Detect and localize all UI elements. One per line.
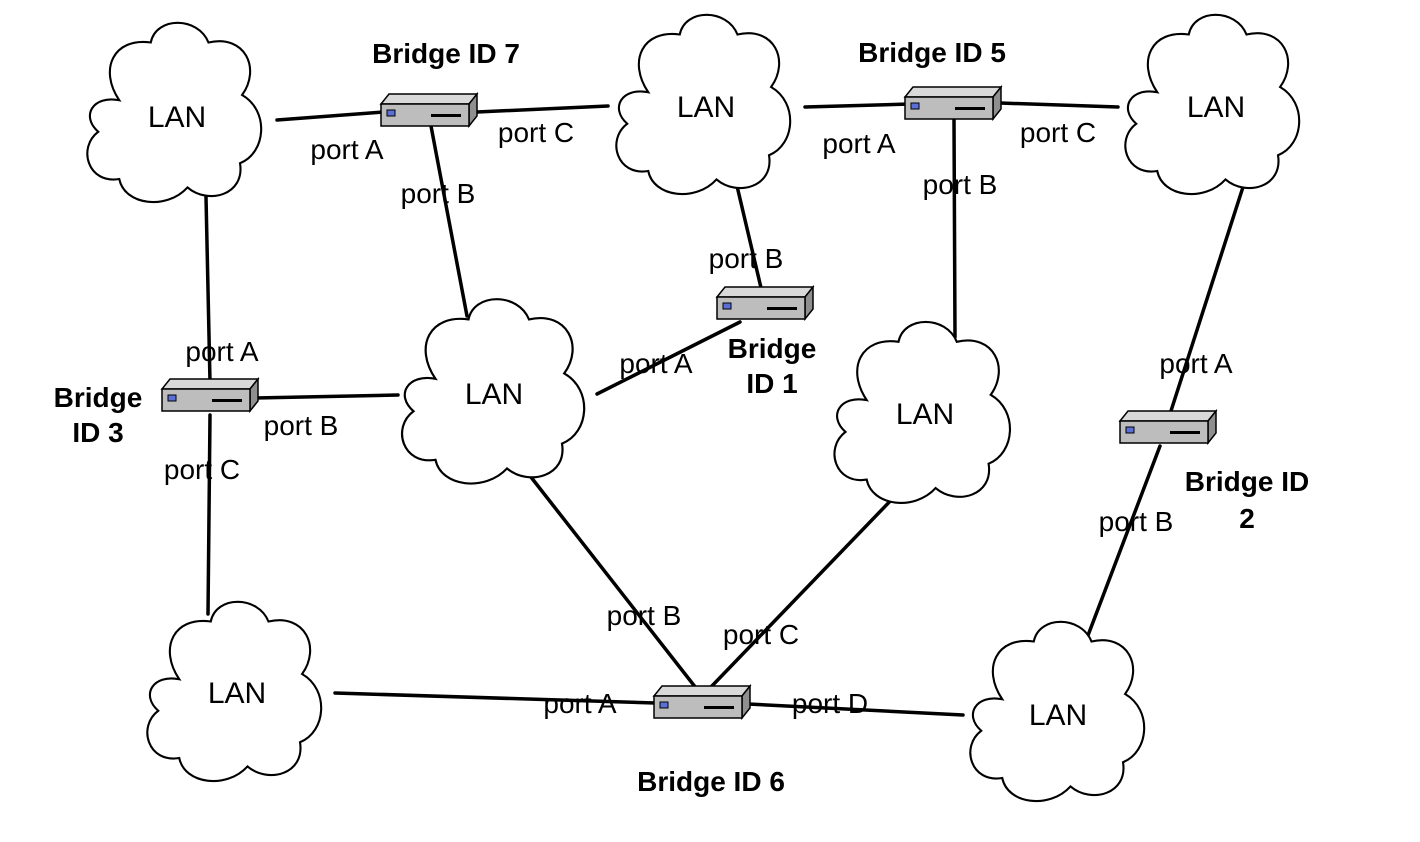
link-bridge7-lan2	[475, 104, 610, 114]
bridge-device-6	[653, 685, 751, 719]
port-label: port C	[1020, 117, 1096, 148]
bridge-label: ID 1	[746, 368, 797, 399]
lan-labels: LAN LAN LAN LAN LAN LAN LAN	[148, 91, 1245, 732]
link-bridge1-lan3	[595, 320, 742, 396]
port-label: port C	[723, 619, 799, 650]
port-label: port B	[709, 243, 784, 274]
bridge-device-2	[1119, 410, 1217, 444]
link-lan6-bridge6	[333, 691, 657, 705]
port-label: port B	[264, 410, 339, 441]
link-bridge6-lan7	[746, 702, 965, 717]
lan-label: LAN	[1029, 699, 1087, 732]
bridge-label: Bridge ID 5	[858, 37, 1006, 68]
links	[204, 101, 1245, 717]
bridge-label: Bridge ID 7	[372, 38, 520, 69]
link-lan5-bridge6	[708, 492, 899, 690]
bridge-label: ID 3	[72, 417, 123, 448]
lan-label: LAN	[1187, 91, 1245, 124]
port-label: port B	[1099, 506, 1174, 537]
port-labels: port A port C port B port A port C port …	[164, 117, 1233, 719]
bridge-label: Bridge	[728, 333, 817, 364]
link-lan1-bridge3	[204, 195, 212, 384]
link-lan2-bridge1	[735, 184, 764, 294]
port-label: port B	[923, 169, 998, 200]
link-bridge5-lan4	[998, 101, 1120, 109]
port-label: port A	[543, 688, 616, 719]
link-bridge5-lan5	[952, 118, 957, 339]
port-label: port C	[498, 117, 574, 148]
port-label: port B	[401, 178, 476, 209]
port-label: port A	[822, 128, 895, 159]
link-lan2-bridge5	[803, 102, 912, 109]
port-label: port A	[619, 348, 692, 379]
link-bridge7-lan3	[429, 124, 469, 318]
link-lan4-bridge2	[1168, 185, 1245, 416]
lan-label: LAN	[465, 378, 523, 411]
bridge-device-1	[716, 286, 814, 320]
port-label: port A	[185, 336, 258, 367]
port-label: port A	[1159, 348, 1232, 379]
bridge-label: 2	[1239, 503, 1255, 534]
lan-label: LAN	[208, 677, 266, 710]
link-lan3-bridge6	[525, 470, 698, 690]
bridge-label: Bridge ID 6	[637, 766, 785, 797]
lan-label: LAN	[677, 91, 735, 124]
lan-label: LAN	[148, 101, 206, 134]
bridge-label: Bridge ID	[1185, 466, 1309, 497]
bridge-labels: Bridge ID 7 Bridge ID 5 Bridge ID 1 Brid…	[54, 37, 1310, 797]
link-bridge2-lan7	[1085, 444, 1162, 640]
port-label: port B	[607, 600, 682, 631]
port-label: port C	[164, 454, 240, 485]
bridge-device-3	[161, 378, 259, 412]
bridge-device-7	[380, 93, 478, 127]
port-label: port D	[792, 688, 868, 719]
link-lan1-bridge7	[275, 110, 385, 122]
lan-label: LAN	[896, 398, 954, 431]
bridge-device-5	[904, 86, 1002, 120]
link-bridge3-lan6	[206, 413, 212, 616]
bridge-label: Bridge	[54, 382, 143, 413]
link-bridge3-lan3	[253, 393, 400, 400]
port-label: port A	[310, 134, 383, 165]
